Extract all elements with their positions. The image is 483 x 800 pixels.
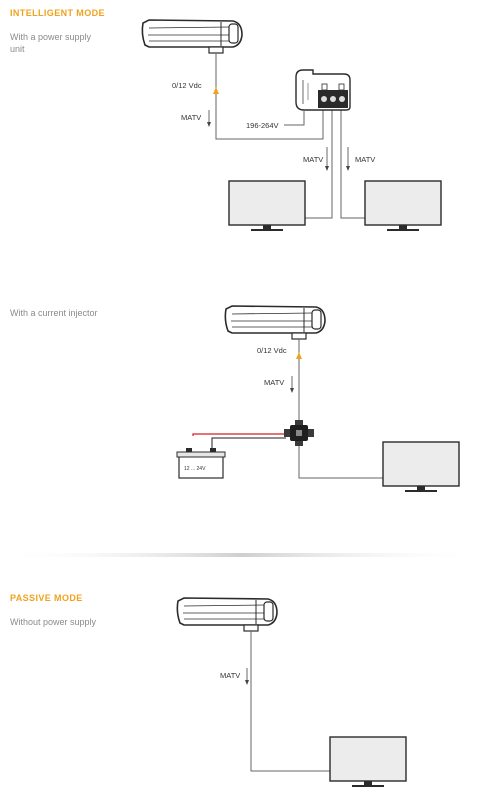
battery-icon xyxy=(176,448,226,479)
matv-label: MATV xyxy=(303,155,323,164)
psu-caption-line2: unit xyxy=(10,44,25,54)
intelligent-mode-heading: INTELLIGENT MODE xyxy=(10,8,105,18)
psu-tv-left-cable xyxy=(305,110,333,219)
matv-label: MATV xyxy=(181,113,201,122)
vdc-label: 0/12 Vdc xyxy=(257,346,287,355)
mains-voltage-label: 196-264V xyxy=(246,121,279,130)
battery-voltage-label: 12 ... 24V xyxy=(184,466,206,472)
matv-down-arrow-icon xyxy=(325,166,329,171)
tv-icon xyxy=(382,441,460,493)
antenna-unit xyxy=(176,597,278,632)
antenna-unit xyxy=(141,19,243,54)
psu-tv-right-cable xyxy=(340,110,365,219)
antenna-unit xyxy=(224,305,326,340)
passive-caption: Without power supply xyxy=(10,617,97,627)
current-injector xyxy=(284,420,314,446)
psu-connector-icon xyxy=(339,96,345,102)
antenna-psu-cable xyxy=(215,53,324,140)
power-supply-unit xyxy=(295,69,351,111)
psu-connector-icon xyxy=(321,96,327,102)
vdc-label: 0/12 Vdc xyxy=(172,81,202,90)
injector-caption: With a current injector xyxy=(10,308,98,318)
matv-label: MATV xyxy=(264,378,284,387)
tv-icon xyxy=(364,180,442,232)
section-divider xyxy=(0,553,483,557)
tv-icon xyxy=(228,180,306,232)
matv-down-arrow-icon xyxy=(346,166,350,171)
dc-up-arrow-icon xyxy=(213,87,219,94)
matv-label: MATV xyxy=(355,155,375,164)
psu-connector-icon xyxy=(330,96,336,102)
injector-tv-cable xyxy=(298,446,383,479)
psu-caption: With a power supply unit xyxy=(10,31,91,55)
passive-mode-heading: PASSIVE MODE xyxy=(10,593,83,603)
dc-positive-wire xyxy=(192,433,284,436)
antenna-tv-cable xyxy=(250,631,330,772)
psu-caption-line1: With a power supply xyxy=(10,32,92,42)
matv-label: MATV xyxy=(220,671,240,680)
dc-up-arrow-icon xyxy=(296,352,302,359)
matv-down-arrow-icon xyxy=(207,122,211,127)
matv-down-arrow-icon xyxy=(290,388,294,393)
tv-icon xyxy=(329,736,407,788)
matv-down-arrow-icon xyxy=(245,680,249,685)
mains-pointer-line xyxy=(284,110,305,126)
